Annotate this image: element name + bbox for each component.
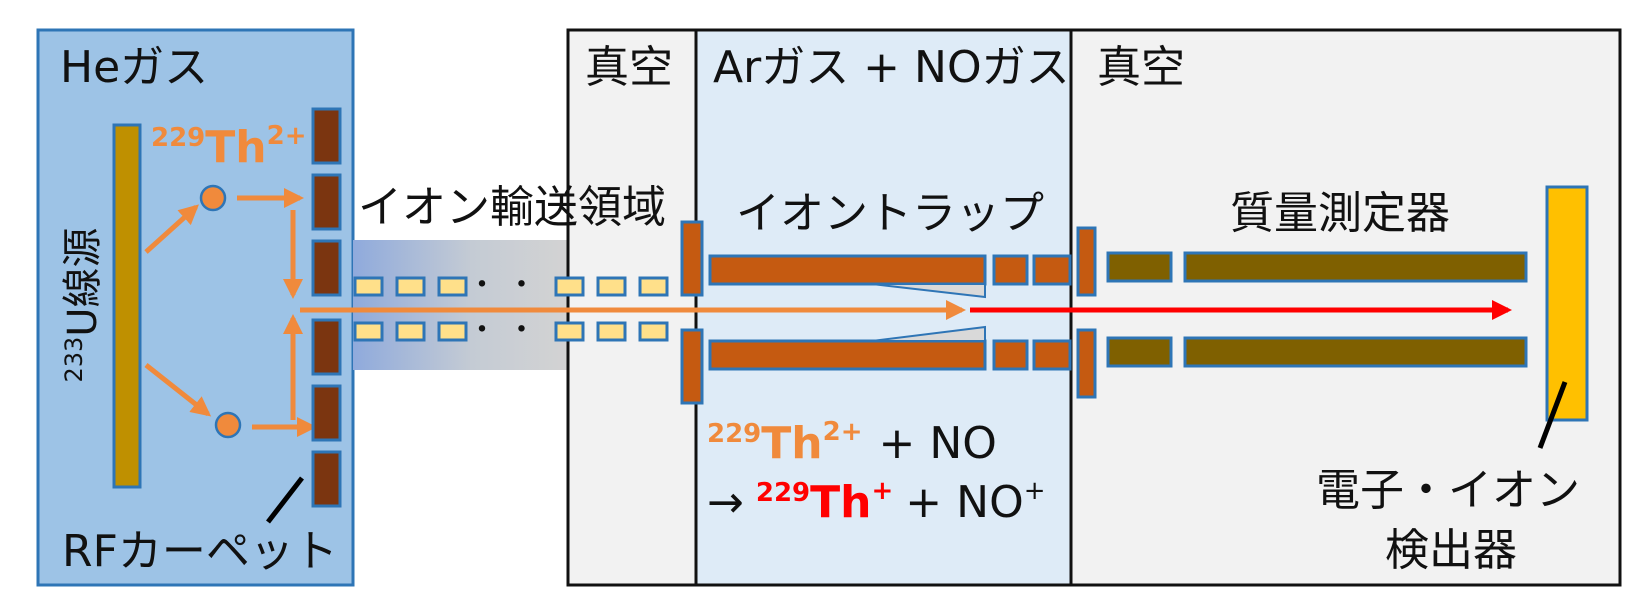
reactant-element: Th <box>761 418 822 469</box>
source-label: 233U線源 <box>60 227 106 382</box>
reactant-charge: 2+ <box>823 417 863 447</box>
reactant-plus-no: + NO <box>879 418 997 469</box>
product-plus-no: + NO <box>905 477 1023 528</box>
transport-region-label: イオン輸送領域 <box>358 182 666 233</box>
svg-text:233U線源: 233U線源 <box>60 227 106 382</box>
ion-trap-label: イオントラップ <box>736 188 1044 239</box>
he-gas-label: Heガス <box>60 42 208 93</box>
product-charge: + <box>872 476 894 506</box>
rf-carpet-electrodes <box>311 107 342 508</box>
vacuum-label-2: 真空 <box>1097 42 1185 93</box>
source-name: U線源 <box>60 227 106 336</box>
reaction-line-2: →229Th++ NO+ <box>707 476 1046 528</box>
transport-tube <box>353 240 568 370</box>
ion-dot-lower <box>214 411 242 439</box>
product-element: Th <box>810 477 871 528</box>
trap-wedges <box>871 283 986 342</box>
vacuum-label-1: 真空 <box>585 42 673 93</box>
detector-label-line1: 電子・イオン <box>1316 465 1580 516</box>
product-mass-number: 229 <box>756 478 810 508</box>
ion-arrows <box>144 188 317 437</box>
rf-carpet-label: RFカーペット <box>62 526 338 577</box>
mass-spec-rods <box>1106 251 1528 368</box>
transport-electrodes <box>353 276 669 342</box>
trap-end-electrodes <box>680 220 1097 405</box>
uranium-source <box>112 123 142 489</box>
transport-dots-lower: ・ ・ <box>467 313 537 348</box>
ion-dot-upper <box>199 184 227 212</box>
mass-spec-label: 質量測定器 <box>1230 188 1450 239</box>
reaction-arrow: → <box>707 477 744 528</box>
no-ion-charge: + <box>1024 476 1046 506</box>
reaction-line-1: 229Th2+ + NO <box>707 417 997 469</box>
trap-rods <box>708 254 1072 371</box>
reactant-mass-number: 229 <box>707 419 761 449</box>
th2-ion-label: 229Th2+ <box>151 121 307 173</box>
detector-pointer <box>1537 381 1568 449</box>
detector-label-line2: 検出器 <box>1385 525 1517 576</box>
ar-no-gas-label: Arガス + NOガス <box>713 42 1070 93</box>
source-mass-number: 233 <box>60 337 88 383</box>
rf-carpet-pointer <box>266 476 304 524</box>
transport-dots-upper: ・ ・ <box>467 268 537 303</box>
detector <box>1545 185 1589 422</box>
